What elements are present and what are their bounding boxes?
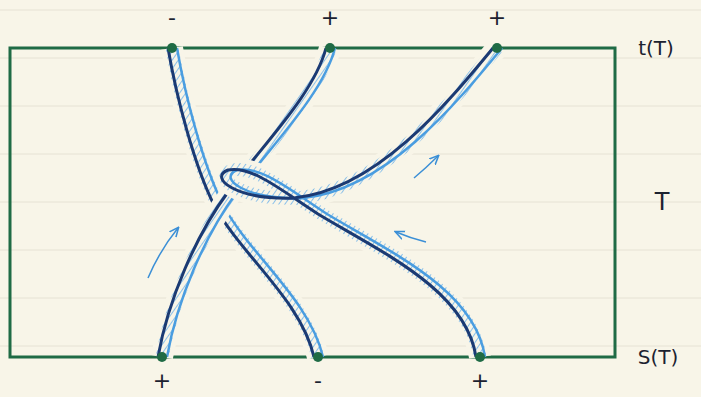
- ribbon: [222, 48, 502, 357]
- tangle-frame: [10, 48, 615, 357]
- endpoint-sign: +: [488, 7, 506, 29]
- endpoint-dots: [157, 43, 502, 362]
- endpoint-sign: -: [168, 7, 176, 29]
- endpoint-sign: -: [314, 370, 322, 392]
- orientation-arrows: [148, 156, 438, 278]
- target-label: t(T): [638, 38, 674, 58]
- endpoint-sign: +: [321, 7, 339, 29]
- endpoint-sign: +: [153, 370, 171, 392]
- source-label: S(T): [638, 347, 679, 367]
- endpoint-sign: +: [471, 370, 489, 392]
- tangle-name: T: [655, 190, 670, 214]
- ribbon-strands: [158, 48, 502, 357]
